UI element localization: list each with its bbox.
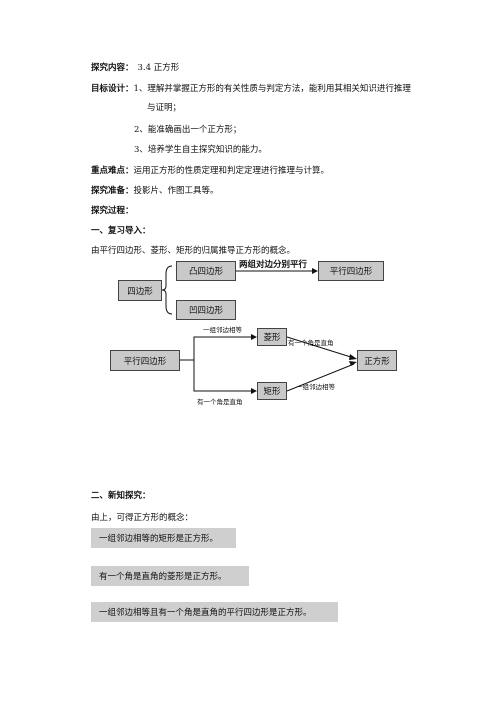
line-to-rectangle bbox=[193, 360, 254, 392]
content-label: 探究内容： bbox=[91, 63, 134, 73]
content-value: 3.4 正方形 bbox=[137, 63, 180, 73]
arrow-head-square-bottom bbox=[349, 361, 357, 366]
goal-item-2: 2、能准确画出一个正方形； bbox=[134, 125, 242, 135]
key-line: 重点难点：运用正方形的性质定理和判定定理进行推理与计算。 bbox=[91, 166, 329, 177]
label-adjacent-equal-bottom: 一组邻边相等 bbox=[296, 383, 335, 391]
section2-intro: 由上，可得正方形的概念： bbox=[91, 513, 194, 523]
line-rhombus-to-square bbox=[286, 336, 355, 359]
concept-item-2: 有一个角是直角的菱形是正方形。 bbox=[91, 566, 249, 586]
goal-item-1b: 与证明； bbox=[147, 103, 182, 113]
section1-title: 一、复习导入： bbox=[91, 226, 151, 236]
quadrilateral-box: 四边形 bbox=[118, 280, 162, 301]
prep-value: 投影片、作图工具等。 bbox=[133, 186, 219, 196]
section2-title: 二、新知探究： bbox=[91, 491, 151, 501]
goal-label: 目标设计： bbox=[91, 84, 134, 94]
process-label: 探究过程： bbox=[91, 206, 134, 216]
goal-item-3: 3、培养学生自主探究知识的能力。 bbox=[134, 145, 267, 155]
prep-label: 探究准备： bbox=[91, 186, 134, 196]
content-line: 探究内容：3.4 正方形 bbox=[91, 63, 179, 74]
arrow-head-rhombus bbox=[251, 334, 257, 340]
label-adjacent-equal-top: 一组邻边相等 bbox=[203, 326, 242, 334]
arrow-head-rectangle bbox=[251, 388, 257, 394]
brace bbox=[161, 265, 173, 315]
rhombus-box: 菱形 bbox=[257, 328, 287, 346]
concept-item-3: 一组邻边相等且有一个角是直角的平行四边形是正方形。 bbox=[91, 602, 338, 622]
goal-line-1: 目标设计：1、理解并掌握正方形的有关性质与判定方法，能利用其相关知识进行推理 bbox=[91, 84, 411, 95]
arrow-head-1 bbox=[312, 268, 318, 274]
square-box: 正方形 bbox=[357, 350, 397, 371]
condition-label: 两组对边分别平行 bbox=[239, 260, 308, 270]
convex-quadrilateral-box: 凸四边形 bbox=[176, 261, 236, 281]
concave-quadrilateral-box: 凹四边形 bbox=[176, 300, 236, 320]
parallelogram-box-1: 平行四边形 bbox=[318, 261, 384, 281]
line-to-rhombus bbox=[180, 336, 254, 361]
line-rectangle-to-square bbox=[286, 363, 355, 392]
section1-intro: 由平行四边形、菱形、矩形的归属推导正方形的概念。 bbox=[91, 246, 296, 256]
parallelogram-box-2: 平行四边形 bbox=[110, 350, 180, 371]
prep-line: 探究准备：投影片、作图工具等。 bbox=[91, 186, 219, 197]
key-value: 运用正方形的性质定理和判定定理进行推理与计算。 bbox=[133, 166, 330, 176]
goal-item-1a: 1、理解并掌握正方形的有关性质与判定方法，能利用其相关知识进行推理 bbox=[133, 84, 411, 94]
rectangle-box: 矩形 bbox=[257, 382, 287, 400]
label-right-angle-top: 有一个角是直角 bbox=[288, 339, 334, 347]
label-right-angle-bottom: 有一个角是直角 bbox=[197, 398, 243, 406]
key-label: 重点难点： bbox=[91, 166, 134, 176]
concept-item-1: 一组邻边相等的矩形是正方形。 bbox=[91, 528, 236, 548]
arrow-head-square-top bbox=[349, 354, 357, 360]
